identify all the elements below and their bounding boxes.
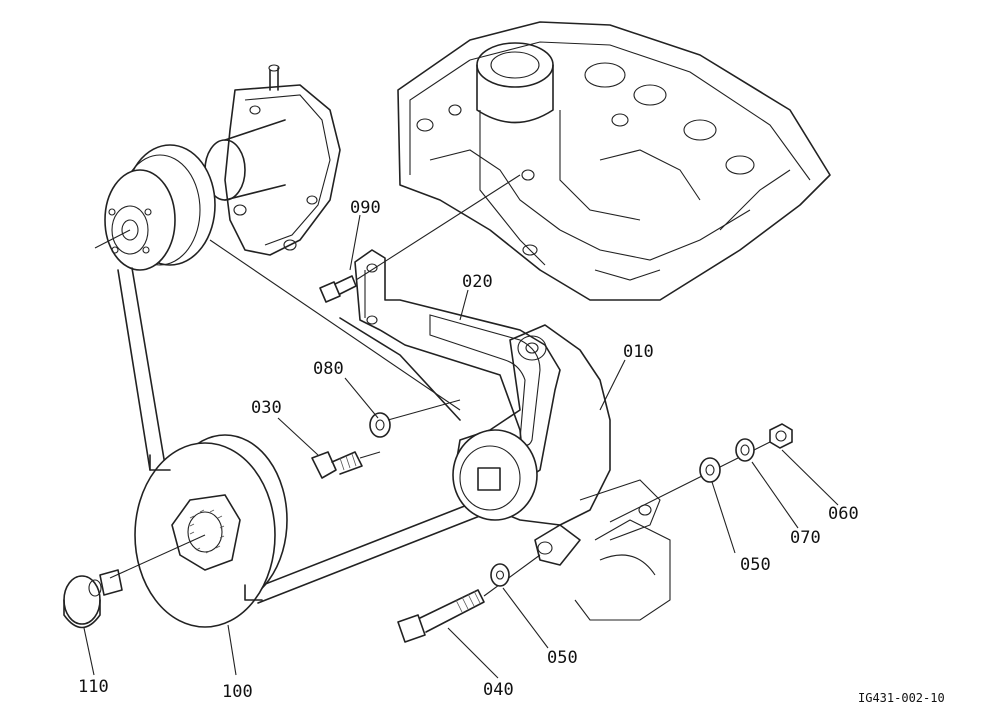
callout-060: 060 — [828, 504, 859, 524]
right-fastener-stack — [609, 423, 793, 523]
bolt-040 — [397, 554, 541, 643]
engine-block — [397, 21, 831, 301]
engine-lower-housing — [574, 519, 671, 621]
callout-030: 030 — [251, 398, 282, 418]
callout-090: 090 — [350, 198, 381, 218]
bolt-030 — [311, 451, 381, 479]
drawing-reference-number: IG431-002-10 — [858, 691, 945, 705]
leader-lines — [83, 214, 839, 679]
washer-080 — [369, 399, 461, 438]
washer-050-lower — [490, 563, 510, 587]
washer-050-right — [699, 457, 721, 483]
callout-050-lower: 050 — [547, 648, 578, 668]
bolt-090 — [319, 174, 521, 303]
nut-060 — [769, 423, 793, 449]
belt-tensioner — [452, 324, 661, 566]
crankshaft-pulley — [109, 434, 288, 628]
lock-washer-070 — [735, 438, 755, 462]
callout-040: 040 — [483, 680, 514, 700]
callout-020: 020 — [462, 272, 493, 292]
callout-100: 100 — [222, 682, 253, 702]
callout-010: 010 — [623, 342, 654, 362]
fan-pulley — [94, 144, 216, 271]
fan-belt — [117, 239, 491, 604]
callout-080: 080 — [313, 359, 344, 379]
water-pump — [204, 64, 341, 256]
callout-070: 070 — [790, 528, 821, 548]
bolt-110 — [63, 569, 123, 629]
callout-050-right: 050 — [740, 555, 771, 575]
callout-110: 110 — [78, 677, 109, 697]
